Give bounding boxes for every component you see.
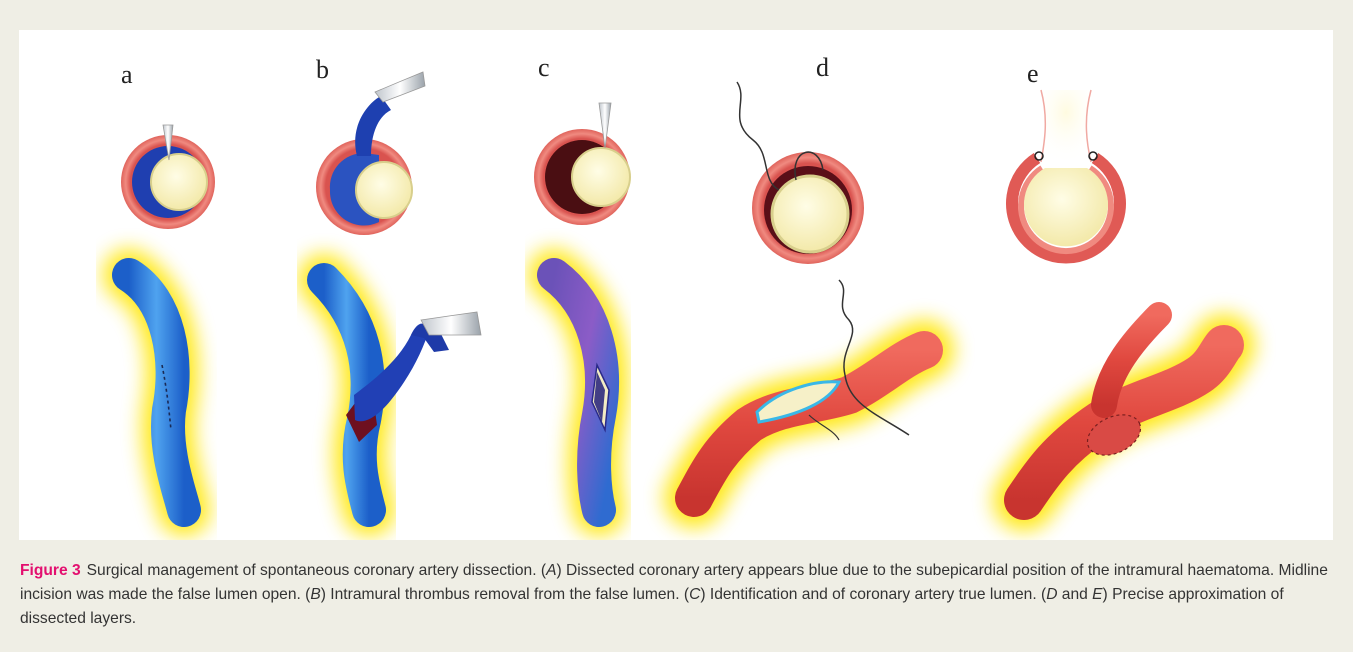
vessel-c [554,275,609,510]
surgical-illustration: a b c d e [19,30,1333,540]
cross-section-d [737,82,864,264]
caption-text: Surgical management of spontaneous coron… [20,562,1328,627]
vessel-b [324,280,481,510]
vessel-a [129,275,184,510]
panel-label-b: b [316,55,329,84]
vessel-d [694,280,924,498]
cross-section-e [1012,90,1120,258]
figure-label: Figure 3 [20,562,81,579]
cross-section-a [121,125,215,229]
panel-label-e: e [1027,59,1039,88]
panel-label-c: c [538,53,550,82]
forceps-icon [375,72,425,102]
figure-illustration: a b c d e [19,30,1333,540]
panel-label-d: d [816,53,829,82]
forceps-icon [421,312,481,335]
panel-label-a: a [121,60,133,89]
cross-section-c [534,103,630,225]
cross-section-b [316,72,425,235]
vessel-e [1024,315,1224,500]
